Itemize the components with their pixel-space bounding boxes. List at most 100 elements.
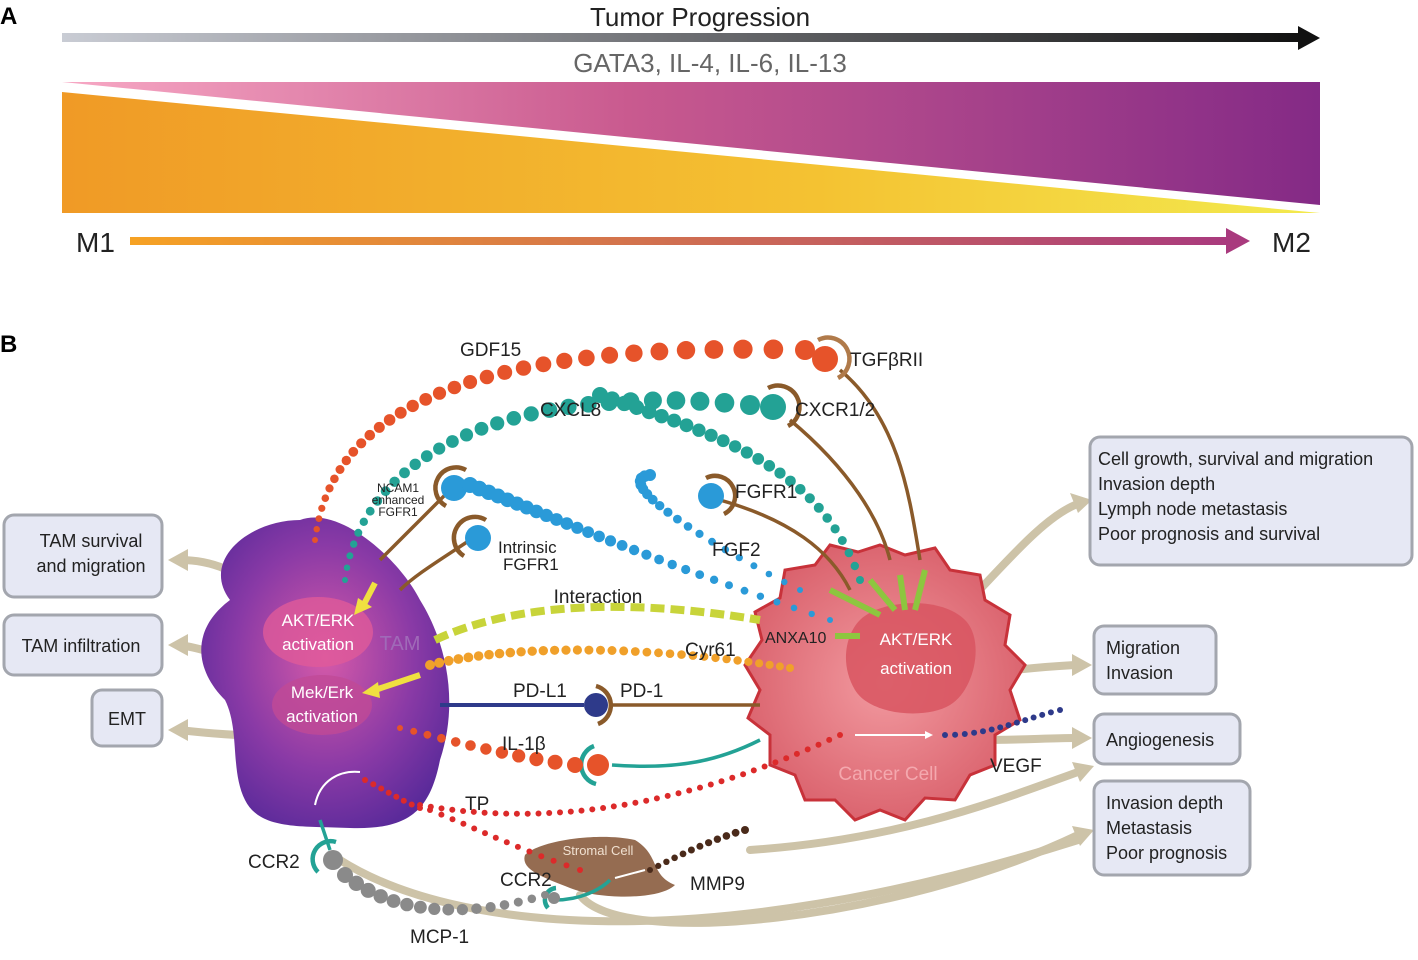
gdf15-trail-dot bbox=[318, 504, 326, 512]
cyr61-trail-dot bbox=[677, 650, 686, 659]
cxcl8-cancer-trail-dot bbox=[592, 387, 608, 403]
gdf15-trail-dot bbox=[515, 360, 532, 376]
cyr61-trail-dot bbox=[453, 654, 464, 664]
fgf2-trail-dot bbox=[593, 530, 605, 543]
tp-stromal-trail-dot bbox=[503, 839, 510, 846]
cyr61-trail-dot bbox=[505, 647, 516, 658]
gdf15-trail-dot bbox=[315, 515, 323, 522]
cyr61-trail-dot bbox=[443, 655, 454, 666]
mcp1-trail-dot bbox=[386, 894, 401, 908]
fgf2-upper-trail-dot bbox=[781, 578, 788, 586]
fgfr1-label: FGFR1 bbox=[735, 482, 797, 503]
vegf-trail-dot bbox=[971, 729, 978, 736]
cyr61-trail-dot bbox=[755, 659, 764, 668]
tp-trail-dot bbox=[804, 746, 811, 753]
box-growth-line4: Poor prognosis and survival bbox=[1098, 524, 1320, 544]
m2-label: M2 bbox=[1272, 227, 1311, 258]
stromal-cell bbox=[524, 836, 675, 897]
tp-trail-dot bbox=[449, 806, 456, 813]
cxcl8-trail-dot bbox=[474, 421, 489, 436]
tam-akt-line2: activation bbox=[282, 635, 354, 654]
cxcl8-cancer-trail-dot bbox=[837, 536, 847, 545]
gdf15-trail-dot bbox=[356, 438, 367, 449]
fgf2-trail-dot bbox=[529, 504, 544, 519]
cyr61-trail-dot bbox=[733, 656, 742, 665]
vegf-trail-dot bbox=[952, 731, 959, 738]
gdf15-trail-dot bbox=[535, 356, 552, 373]
tp-trail-dot bbox=[535, 810, 542, 817]
cyr61-trail-dot bbox=[722, 654, 731, 664]
cxcl8-cancer-trail-dot bbox=[830, 524, 840, 534]
il1b-trail-dot bbox=[450, 737, 461, 747]
vegf-trail-dot bbox=[1057, 707, 1063, 713]
cxcl8-trail-dot bbox=[343, 564, 351, 571]
cxcl8-trail-dot bbox=[560, 398, 577, 415]
vegf-trail-dot bbox=[1013, 719, 1020, 726]
ncam1-line2: enhanced bbox=[372, 493, 425, 507]
fgf2-trail-dot bbox=[740, 586, 749, 595]
tp-trail-dot bbox=[729, 774, 736, 781]
box-tam-infiltration: TAM infiltration bbox=[2, 613, 164, 677]
il1b-trail-dot bbox=[495, 746, 509, 759]
fgf2-trail-dot bbox=[654, 554, 664, 565]
tam-red-trail-dot bbox=[393, 793, 400, 800]
cyr61-trail-dot bbox=[484, 649, 494, 660]
cxcl8-cancer-trail-dot bbox=[716, 434, 730, 448]
cancer-activation-arrows bbox=[828, 569, 928, 639]
intrinsic-line1: Intrinsic bbox=[498, 538, 557, 557]
tam-red-trail-dot bbox=[417, 805, 423, 811]
cancer-cell-label: Cancer Cell bbox=[838, 764, 937, 785]
cyr61-label: Cyr61 bbox=[685, 640, 736, 661]
il1b-receptor-dot bbox=[587, 754, 609, 776]
tp-stromal-trail-dot bbox=[492, 834, 499, 841]
cxcl8-cancer-trail-dot bbox=[604, 391, 620, 408]
cxcl8-trail-dot bbox=[433, 442, 446, 455]
gdf15-trail-dot bbox=[733, 339, 753, 359]
vegf-trail-dot bbox=[980, 728, 986, 735]
il1b-trail-dot bbox=[465, 740, 476, 751]
tp-trail-dot bbox=[524, 810, 531, 817]
vegf-trail-dot bbox=[1022, 717, 1029, 724]
cyr61-trail-dot bbox=[463, 652, 474, 663]
tp-trail-dot bbox=[815, 741, 822, 748]
vegf-trail-dot bbox=[942, 732, 948, 738]
vegf-trail-dot bbox=[1030, 714, 1037, 721]
gdf15-trail-dot bbox=[479, 369, 495, 385]
gdf15-label: GDF15 bbox=[460, 340, 521, 361]
panel-a-letter: A bbox=[0, 3, 17, 30]
cxcl8-cancer-trail-dot bbox=[704, 428, 718, 442]
tam-mek-nucleus bbox=[272, 675, 372, 735]
tam-akt-nucleus bbox=[263, 597, 373, 667]
cyr61-trail-dot bbox=[572, 645, 583, 655]
gdf15-trail-dot bbox=[383, 414, 396, 426]
mcp1-trail-dot bbox=[471, 903, 482, 914]
fgf2-trail-dot bbox=[539, 508, 554, 522]
cxcl8-trail-dot bbox=[420, 450, 433, 463]
stromal-internal-arrow bbox=[614, 869, 646, 879]
ccr2-tam-label: CCR2 bbox=[248, 852, 300, 873]
il1b-trail-dot bbox=[423, 730, 432, 739]
gdf15-trail-dot bbox=[650, 342, 669, 361]
cyr61-trail-dot bbox=[700, 652, 709, 661]
cyr61-trail-dot bbox=[711, 653, 720, 663]
cxcl8-cancer-trail-dot bbox=[822, 513, 832, 523]
tp-stromal-trail-dot bbox=[460, 820, 467, 827]
pd1-label: PD-1 bbox=[620, 681, 663, 702]
tam-red-trail-dot bbox=[400, 797, 407, 804]
gdf15-trail-dot bbox=[394, 406, 407, 419]
tumor-progression-arrow-head bbox=[1298, 26, 1320, 50]
cyr61-trail-dot bbox=[434, 657, 445, 668]
mcp1-trail-dot bbox=[485, 902, 496, 913]
cxcl8-trail-dot bbox=[666, 391, 686, 410]
fgf2-upper-trail-dot bbox=[708, 537, 716, 546]
cxcl8-cancer-trail-dot bbox=[654, 409, 669, 424]
fgf2-trail-dot bbox=[790, 604, 798, 612]
tam-red-trail-dot bbox=[378, 785, 385, 792]
tp-stromal-trail-dot bbox=[438, 811, 445, 818]
cxcl8-trail-dot bbox=[580, 396, 597, 413]
il1b-trail-dot bbox=[437, 733, 446, 743]
cxcl8-cancer-trail-dot bbox=[856, 576, 864, 584]
receptor-cups bbox=[310, 335, 852, 910]
tam-red-trail-dot bbox=[385, 789, 392, 796]
tp-stromal-trail-dot bbox=[482, 830, 488, 837]
